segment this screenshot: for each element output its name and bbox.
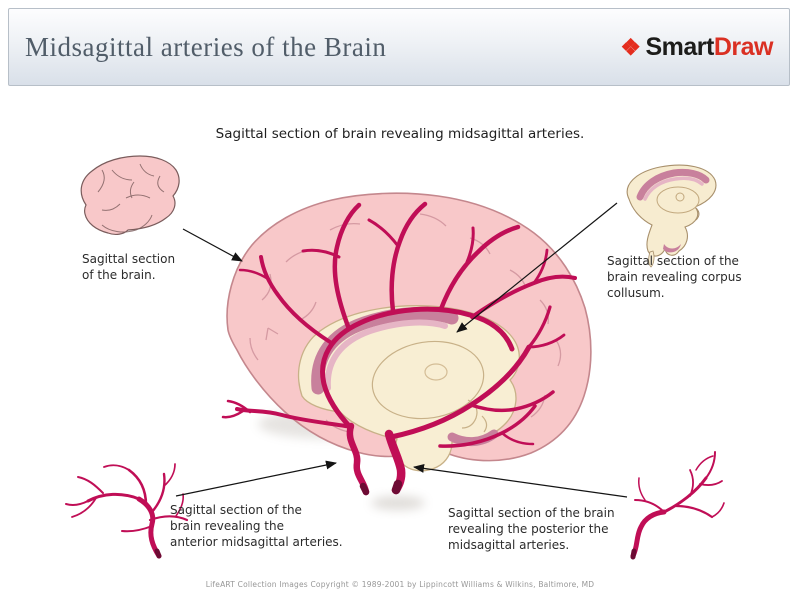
midsagittal-arteries	[221, 201, 577, 496]
callout-corpus-collusum: Sagittal section of the brain revealing …	[607, 254, 742, 300]
page-title: Midsagittal arteries of the Brain	[25, 31, 387, 62]
diagram-caption: Sagittal section of brain revealing mids…	[215, 126, 585, 142]
copyright-footer: LifeART Collection Images Copyright © 19…	[205, 580, 595, 589]
arrow-posterior-arteries	[413, 463, 628, 498]
posterior-arteries-thumbnail	[630, 451, 725, 560]
header-bar: Midsagittal arteries of the Brain ❖ Smar…	[8, 8, 790, 86]
main-brain-sagittal-illustration	[221, 192, 592, 510]
callout-posterior-arteries: Sagittal section of the brain revealing …	[448, 506, 615, 552]
callout-sagittal-brain: Sagittal section of the brain.	[82, 252, 176, 282]
callout-arrows	[175, 202, 628, 498]
corpus-callosum-structures	[298, 305, 520, 472]
smartdraw-logo: ❖ SmartDraw	[620, 33, 773, 62]
arrow-sagittal-brain	[182, 228, 243, 262]
logo-text-smart: Smart	[645, 32, 714, 61]
callout-anterior-arteries: Sagittal section of the brain revealing …	[170, 503, 343, 549]
mini-corpus-callosum-thumbnail	[626, 164, 717, 268]
logo-text-draw: Draw	[713, 32, 774, 61]
mini-brain-thumbnail	[80, 155, 180, 236]
arrow-corpus-collusum	[456, 202, 618, 333]
anterior-arteries-thumbnail	[65, 463, 189, 559]
arrow-anterior-arteries	[175, 460, 337, 497]
smartdraw-diamonds-icon: ❖	[620, 33, 641, 60]
